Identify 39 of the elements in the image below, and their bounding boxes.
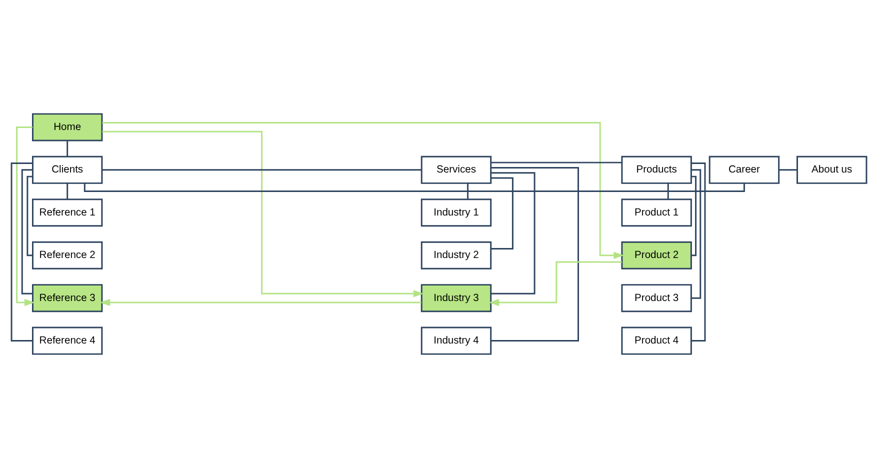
node-box: Career [708,156,780,184]
connector [691,169,702,299]
node-box: Product 3 [621,284,692,312]
node-box: Industry 3 [420,284,492,312]
connector [490,166,579,342]
connector [667,183,669,200]
node-box: Products [621,156,692,184]
node-box: Reference 2 [32,241,103,270]
connector [66,183,68,200]
connector [491,177,514,250]
connector [491,162,622,164]
node-box: Services [420,156,492,184]
node-box: Home [32,113,103,142]
arrow [102,122,624,259]
connector [778,169,798,171]
arrow [102,130,424,298]
connector [21,169,33,294]
connector [84,183,745,192]
node-box: Reference 3 [32,284,103,312]
node-box: Product 4 [621,326,692,355]
node-box: Industry 2 [420,241,492,270]
connector [467,183,469,200]
node-box: Industry 1 [420,198,492,227]
connector [66,140,68,156]
arrow [100,298,422,306]
connector [491,172,536,294]
node-box: Reference 4 [32,326,103,355]
node-box: About us [796,156,868,184]
node-box: Industry 4 [420,326,492,355]
node-box: Product 2 [621,241,692,270]
arrow [16,126,35,306]
connector [691,176,697,256]
connector [26,176,33,256]
connector [102,169,422,171]
node-box: Reference 1 [32,198,103,227]
connector [10,162,33,342]
arrow [488,261,622,306]
node-box: Product 1 [621,198,692,227]
node-box: Clients [32,156,103,184]
